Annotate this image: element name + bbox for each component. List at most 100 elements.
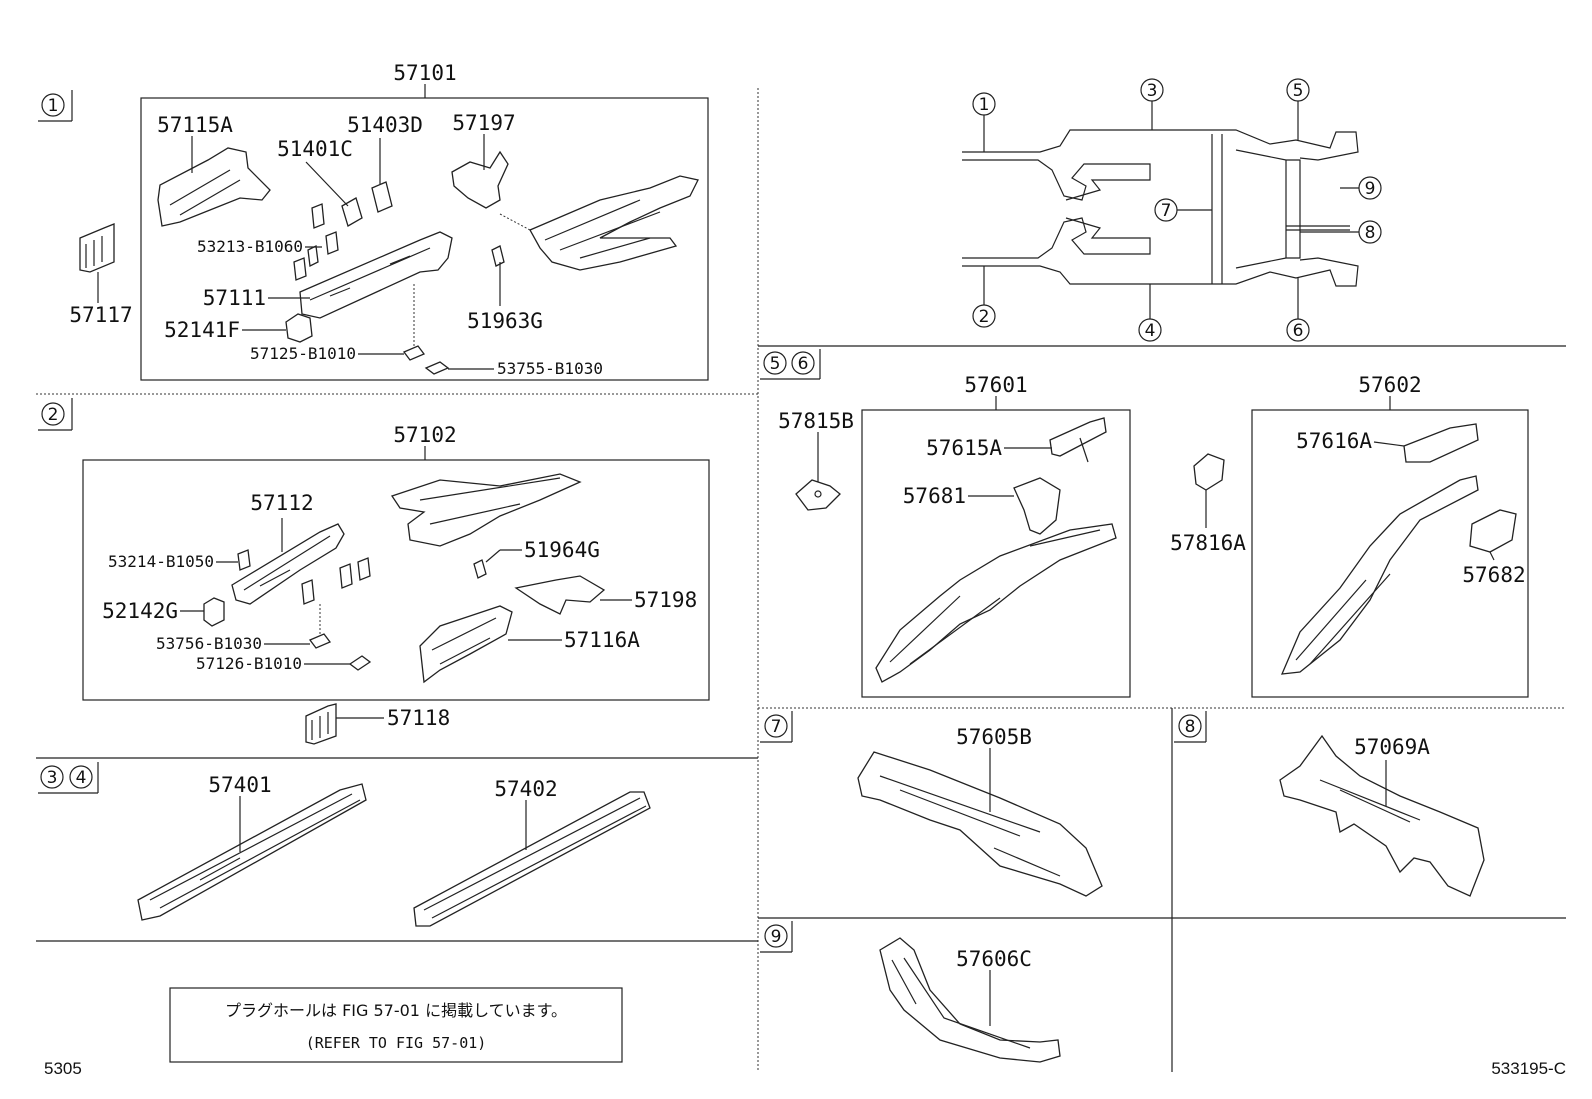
part-57402[interactable]	[413, 791, 651, 927]
part-53214-B1050[interactable]	[237, 549, 251, 571]
part-52142G[interactable]	[203, 597, 225, 627]
label-57101[interactable]: 57101	[393, 61, 456, 85]
label-57198[interactable]: 57198	[634, 588, 697, 612]
label-51401C[interactable]: 51401C	[277, 137, 353, 161]
label-57117[interactable]: 57117	[69, 303, 132, 327]
part-57102-floor-rail[interactable]	[390, 473, 582, 547]
part-52141F[interactable]	[285, 313, 313, 343]
label-57112[interactable]: 57112	[250, 491, 313, 515]
section-dividers	[36, 88, 1566, 1072]
part-57126-B1010[interactable]	[348, 655, 372, 671]
label-57102[interactable]: 57102	[393, 423, 456, 447]
note-english: (REFER TO FIG 57-01)	[306, 1034, 487, 1052]
label-57401[interactable]: 57401	[208, 773, 271, 797]
label-57606C[interactable]: 57606C	[956, 947, 1032, 971]
label-57402[interactable]: 57402	[494, 777, 557, 801]
part-51403D[interactable]	[371, 181, 393, 213]
svg-text:7: 7	[1161, 201, 1172, 221]
svg-text:6: 6	[798, 354, 809, 374]
svg-text:2: 2	[48, 405, 59, 425]
part-57815B[interactable]	[795, 479, 841, 511]
part-57116A[interactable]	[419, 605, 513, 684]
part-57401[interactable]	[137, 783, 367, 921]
svg-text:9: 9	[1365, 179, 1376, 199]
label-57816A[interactable]: 57816A	[1170, 531, 1246, 555]
part-57115A[interactable]	[157, 147, 271, 227]
label-57615A[interactable]: 57615A	[926, 436, 1002, 460]
label-57605B[interactable]: 57605B	[956, 725, 1032, 749]
label-57815B[interactable]: 57815B	[778, 409, 854, 433]
footer-code-left: 5305	[44, 1059, 82, 1078]
svg-text:1: 1	[979, 95, 990, 115]
svg-text:3: 3	[1147, 81, 1158, 101]
key-callout-9: 9	[1340, 176, 1382, 200]
part-57616A[interactable]	[1403, 423, 1479, 463]
label-51963G[interactable]: 51963G	[467, 309, 543, 333]
label-52142G[interactable]: 52142G	[102, 599, 178, 623]
part-57117[interactable]	[79, 223, 115, 273]
label-57197[interactable]: 57197	[452, 111, 515, 135]
part-51964G[interactable]	[473, 559, 487, 579]
label-57682[interactable]: 57682	[1462, 563, 1525, 587]
section-7: 57605B	[857, 725, 1103, 897]
part-57101-floor-rail[interactable]	[529, 175, 699, 271]
svg-text:3: 3	[47, 768, 58, 788]
part-53213-B1060[interactable]	[293, 203, 339, 281]
section-marker-2: 2	[38, 398, 73, 431]
key-callout-1: 1	[972, 92, 996, 152]
key-diagram: 1 2 3 4 5 6 7	[962, 78, 1382, 342]
label-57069A[interactable]: 57069A	[1354, 735, 1430, 759]
section-markers: 1 2 3 4 5 6 7 8	[38, 90, 1207, 953]
part-53755-B1030[interactable]	[424, 361, 450, 375]
label-57125-B1010[interactable]: 57125-B1010	[250, 344, 356, 363]
section-marker-5-6: 5 6	[760, 349, 821, 380]
part-57125-B1010[interactable]	[402, 345, 426, 361]
label-53213-B1060[interactable]: 53213-B1060	[197, 237, 303, 256]
label-57126-B1010[interactable]: 57126-B1010	[196, 654, 302, 673]
section-marker-9: 9	[760, 921, 793, 953]
section-8: 57069A	[1279, 734, 1485, 897]
label-57616A[interactable]: 57616A	[1296, 429, 1372, 453]
part-57111[interactable]	[299, 231, 453, 319]
label-51964G[interactable]: 51964G	[524, 538, 600, 562]
part-57112-brackets[interactable]	[301, 557, 371, 605]
label-53756-B1030[interactable]: 53756-B1030	[156, 634, 262, 653]
label-53214-B1050[interactable]: 53214-B1050	[108, 552, 214, 571]
part-57682[interactable]	[1469, 509, 1517, 553]
part-57069A[interactable]	[1279, 734, 1485, 897]
part-51963G[interactable]	[491, 245, 505, 267]
part-57602-rail[interactable]	[1280, 475, 1479, 675]
part-57615A[interactable]	[1049, 417, 1107, 463]
section-marker-3-4: 3 4	[38, 762, 99, 794]
label-52141F[interactable]: 52141F	[164, 318, 240, 342]
section-1: 57101 57115A 57117 51401C 51403D	[69, 61, 709, 381]
part-57606C[interactable]	[879, 937, 1061, 1063]
part-57197[interactable]	[451, 150, 509, 209]
part-53756-B1030[interactable]	[308, 633, 332, 649]
label-57118[interactable]: 57118	[387, 706, 450, 730]
part-57605B[interactable]	[857, 751, 1103, 897]
part-57112[interactable]	[231, 523, 345, 605]
key-callout-7: 7	[1154, 198, 1212, 222]
label-53755-B1030[interactable]: 53755-B1030	[497, 359, 603, 378]
section-9: 57606C	[879, 937, 1061, 1063]
label-51403D[interactable]: 51403D	[347, 113, 423, 137]
part-57601-rail[interactable]	[875, 523, 1117, 683]
label-57602[interactable]: 57602	[1358, 373, 1421, 397]
label-57115A[interactable]: 57115A	[157, 113, 233, 137]
svg-text:5: 5	[770, 354, 781, 374]
label-57681[interactable]: 57681	[903, 484, 966, 508]
key-callout-2: 2	[972, 266, 996, 328]
svg-text:8: 8	[1365, 223, 1376, 243]
svg-text:1: 1	[48, 96, 59, 116]
part-57198[interactable]	[514, 575, 606, 615]
label-57116A[interactable]: 57116A	[564, 628, 640, 652]
part-57816A[interactable]	[1193, 453, 1225, 491]
label-57601[interactable]: 57601	[964, 373, 1027, 397]
label-57111[interactable]: 57111	[203, 286, 266, 310]
key-callout-3: 3	[1140, 78, 1164, 130]
part-57118[interactable]	[305, 703, 337, 745]
part-57681[interactable]	[1013, 477, 1061, 535]
section-3-4: 57401 57402	[137, 773, 651, 927]
